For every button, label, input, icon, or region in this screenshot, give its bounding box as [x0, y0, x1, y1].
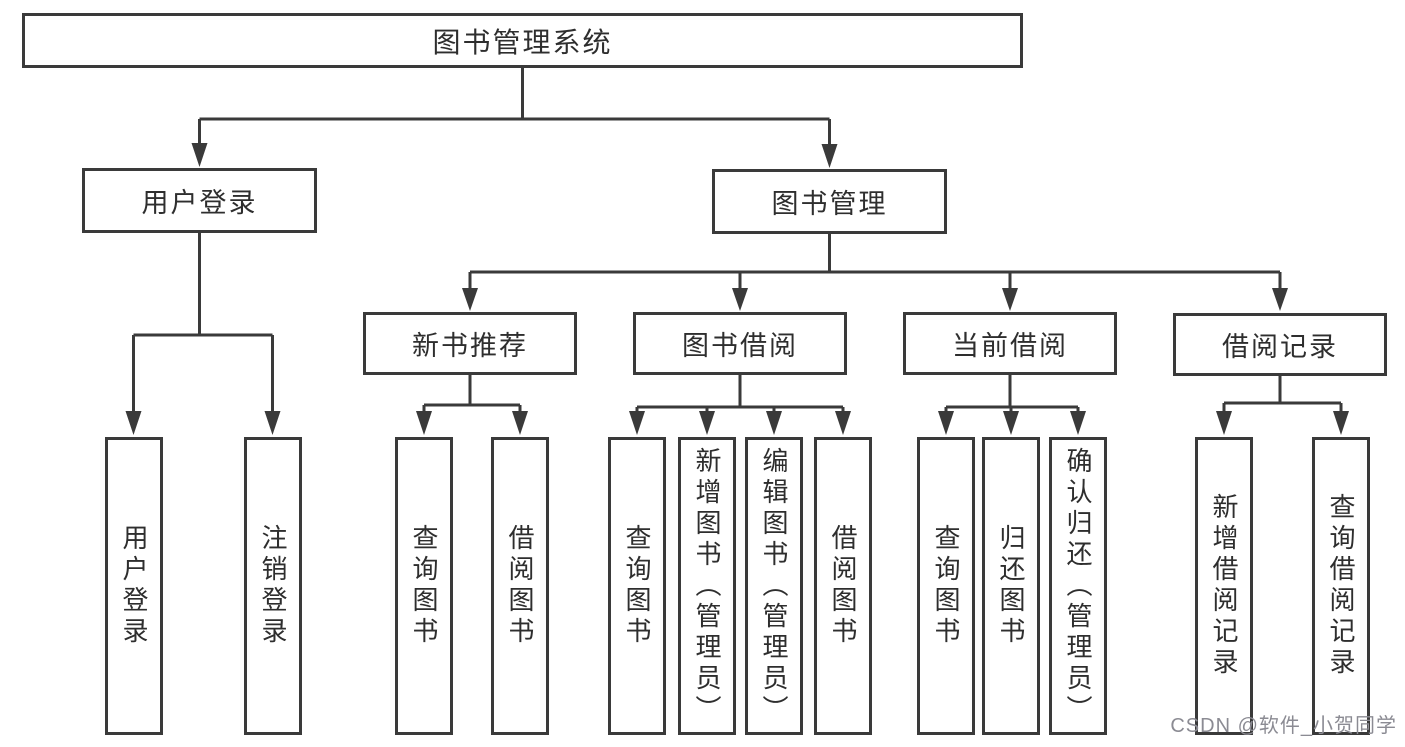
node-book-mgmt: 图书管理	[712, 169, 947, 234]
connector-line	[468, 234, 1282, 290]
leaf-confirm-return-admin: 确认归还（管理员）	[1049, 437, 1107, 735]
edge-book-borrow-to-leaves	[629, 375, 851, 435]
arrowhead	[821, 144, 838, 168]
leaf-add-book-admin: 新增图书（管理员）	[678, 437, 736, 735]
edge-new-book-rec-to-leaves	[416, 375, 528, 435]
arrowhead	[462, 288, 478, 311]
arrowhead	[835, 411, 851, 435]
arrowhead	[1272, 288, 1288, 311]
leaf-borrow-book-bb: 借阅图书	[814, 437, 872, 735]
arrowhead	[732, 288, 748, 311]
connector-line	[422, 375, 522, 413]
node-user-login: 用户登录	[82, 168, 317, 233]
leaf-return-book: 归还图书	[982, 437, 1040, 735]
csdn-watermark: CSDN @软件_小贺同学	[1170, 715, 1397, 737]
edge-book-mgmt-to-level3	[462, 234, 1288, 311]
leaf-query-book-cb: 查询图书	[917, 437, 975, 735]
arrowhead	[629, 411, 645, 435]
edge-user-login-to-leaves	[125, 233, 281, 435]
leaf-query-book-rec: 查询图书	[395, 437, 453, 735]
arrowhead	[512, 411, 528, 435]
arrowhead	[1333, 411, 1349, 435]
edge-root-to-level2	[191, 68, 838, 168]
leaf-edit-book-admin: 编辑图书（管理员）	[745, 437, 803, 735]
arrowhead	[1070, 411, 1086, 435]
node-current-borrow: 当前借阅	[903, 312, 1117, 375]
leaf-logout: 注销登录	[244, 437, 302, 735]
connector-line	[198, 68, 831, 146]
arrowhead	[191, 143, 208, 167]
connector-line	[132, 233, 274, 413]
arrowhead	[938, 411, 954, 435]
edge-borrow-record-to-leaves	[1216, 376, 1349, 435]
arrowhead	[1216, 411, 1232, 435]
connector-line	[944, 375, 1080, 413]
leaf-user-login: 用户登录	[105, 437, 163, 735]
arrowhead	[1003, 411, 1019, 435]
leaf-borrow-book-rec: 借阅图书	[491, 437, 549, 735]
arrowhead	[264, 411, 281, 435]
arrowhead	[1002, 288, 1018, 311]
leaf-query-book-bb: 查询图书	[608, 437, 666, 735]
leaf-add-borrow-record: 新增借阅记录	[1195, 437, 1253, 735]
node-book-borrow: 图书借阅	[633, 312, 847, 375]
arrowhead	[766, 411, 782, 435]
connector-line	[1222, 376, 1343, 413]
arrowhead	[416, 411, 432, 435]
leaf-query-borrow-record: 查询借阅记录	[1312, 437, 1370, 735]
node-root: 图书管理系统	[22, 13, 1023, 68]
node-new-book-rec: 新书推荐	[363, 312, 577, 375]
edge-current-borrow-to-leaves	[938, 375, 1086, 435]
arrowhead	[699, 411, 715, 435]
connector-line	[635, 375, 845, 413]
node-borrow-record: 借阅记录	[1173, 313, 1387, 376]
arrowhead	[125, 411, 142, 435]
